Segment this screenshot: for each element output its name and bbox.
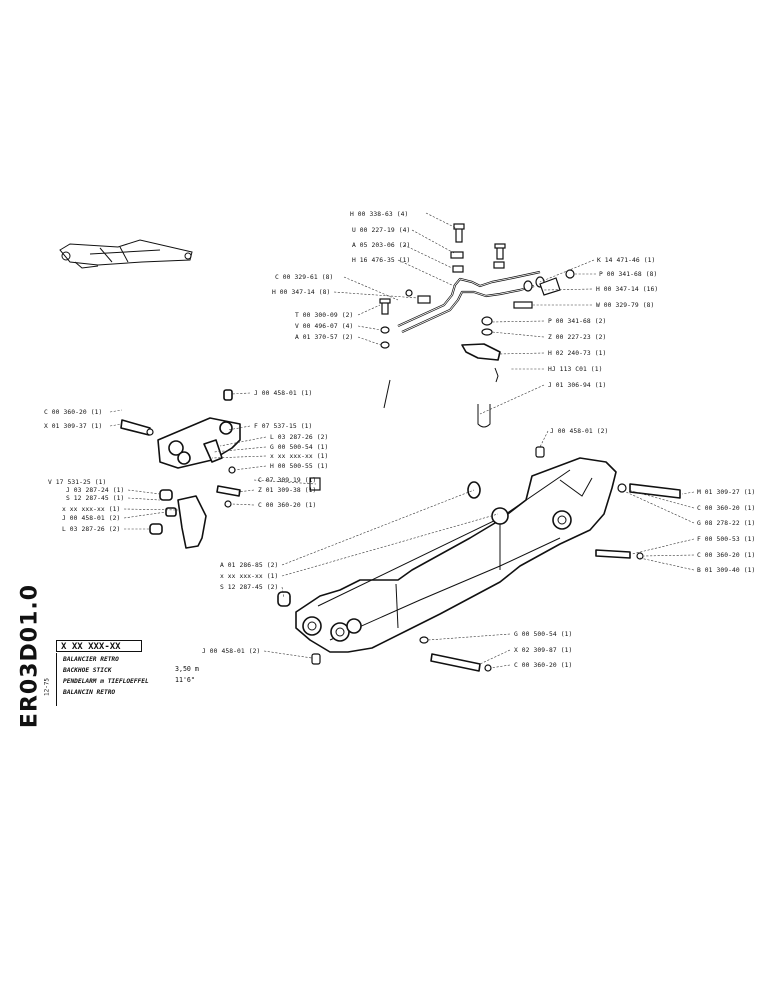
fitting-nuts: [513, 269, 575, 309]
document-date-box: 12-75: [42, 672, 52, 702]
title-french: BALANCIER RETRO: [63, 656, 119, 663]
callout-a-01-370-57: A 01 370-57 (2): [295, 334, 353, 341]
title-lines: BALANCIER RETRO BACKHOE STICK PENDELARM …: [56, 653, 239, 706]
hose-clamp-bolt-2: [493, 243, 506, 269]
document-code-box: ER03D01.0: [18, 584, 43, 728]
callout-c-00-360-20-bottom: C 00 360-20 (1): [514, 662, 572, 669]
hinge-bracket: [120, 389, 321, 508]
callout-hj-113-c01: HJ 113 C01 (1): [548, 366, 602, 373]
hose-clamp-bolt: [450, 223, 465, 273]
callout-p-00-341-68-2: P 00 341-68 (2): [548, 318, 606, 325]
callout-v-17-531-25: V 17 531-25 (1): [48, 479, 106, 486]
callout-c-00-360-20-top: C 00 360-20 (1): [44, 409, 102, 416]
callout-f-00-500-53: F 00 500-53 (1): [697, 536, 755, 543]
callout-h-02-240-73: H 02 240-73 (1): [548, 350, 606, 357]
callout-k-14-471-46: K 14 471-46 (1): [597, 257, 655, 264]
callout-x-01-309-37: X 01 309-37 (1): [44, 423, 102, 430]
pipe-support-bracket: [383, 316, 501, 428]
callout-a-05-203-06: A 05 203-06 (2): [352, 242, 410, 249]
callout-x-02-309-87: X 02 309-87 (1): [514, 647, 572, 654]
backhoe-stick: [277, 457, 617, 653]
callout-c-00-329-61: C 00 329-61 (8): [275, 274, 333, 281]
callout-j-00-458-01-left: J 00 458-01 (2): [62, 515, 120, 522]
reference-number: X XX XXX-XX: [56, 640, 142, 652]
callout-g-00-500-54-bottom: G 00 500-54 (1): [514, 631, 572, 638]
callout-labels: H 00 338-63 (4) U 00 227-19 (4) A 05 203…: [44, 211, 755, 669]
callout-h-00-347-14-8: H 00 347-14 (8): [272, 289, 330, 296]
callout-j-00-458-01-right: J 00 458-01 (2): [550, 428, 608, 435]
clamp-screws-left: [379, 289, 431, 349]
callout-h-00-500-55: H 00 500-55 (1): [270, 463, 328, 470]
callout-h-16-476-35: H 16 476-35 (1): [352, 257, 410, 264]
callout-c-00-360-20-r2: C 00 360-20 (1): [697, 552, 755, 559]
callout-x-xx-left: x xx xxx-xx (1): [62, 506, 120, 513]
callout-h-00-338-63: H 00 338-63 (4): [350, 211, 408, 218]
callout-j-00-458-01-bottom: J 00 458-01 (2): [202, 648, 260, 655]
callout-a-01-286-85: A 01 286-85 (2): [220, 562, 278, 569]
callout-c-07-309-19: C 07 309.19 (1): [258, 477, 316, 484]
callout-j-00-458-01-top: J 00 458-01 (1): [254, 390, 312, 397]
callout-p-00-341-68-8: P 00 341-68 (8): [599, 271, 657, 278]
stick-length-imperial: 11'6": [175, 676, 195, 684]
title-spanish: BALANCIN RETRO: [63, 689, 116, 696]
link-parts: [149, 489, 207, 549]
document-date: 12-75: [43, 677, 51, 697]
callout-l-03-287-26-mid: L 03 287-26 (2): [270, 434, 328, 441]
hose-assembly: [379, 223, 575, 428]
callout-z-00-227-23: Z 00 227-23 (2): [548, 334, 606, 341]
callout-h-00-347-14-16: H 00 347-14 (16): [596, 286, 658, 293]
callout-g-08-278-22: G 08 278-22 (1): [697, 520, 755, 527]
title-german: PENDELARM m TIEFLOEFFEL: [63, 678, 149, 685]
callout-s-12-287-45-left: S 12 287-45 (1): [66, 495, 124, 502]
callout-m-01-309-27: M 01 309-27 (1): [697, 489, 755, 496]
leader-lines: [109, 212, 695, 669]
callout-c-00-360-20-r1: C 00 360-20 (1): [697, 505, 755, 512]
callout-t-00-300-09: T 00 300-09 (2): [295, 312, 353, 319]
callout-s-12-287-45-stick: S 12 287-45 (2): [220, 584, 278, 591]
callout-f-07-537-15: F 07 537-15 (1): [254, 423, 312, 430]
document-code: ER03D01.0: [17, 583, 43, 729]
stick-overview-drawing: [59, 239, 193, 269]
callout-z-01-309-38: Z 01 309-38 (1): [258, 487, 316, 494]
callout-l-03-287-26-left: L 03 287-26 (2): [62, 526, 120, 533]
callout-x-xx-stick: x xx xxx-xx (1): [220, 573, 278, 580]
callout-j-01-306-94: J 01 306-94 (1): [548, 382, 606, 389]
title-block: X XX XXX-XX BALANCIER RETRO BACKHOE STIC…: [56, 640, 238, 706]
callout-c-00-360-20-mid: C 00 360-20 (1): [258, 502, 316, 509]
callout-j-03-287-24: J 03 287-24 (1): [66, 487, 124, 494]
stick-pins: [311, 446, 681, 672]
stick-length-metric: 3,50 m: [175, 665, 199, 673]
callout-u-00-227-19: U 00 227-19 (4): [352, 227, 410, 234]
callout-w-00-329-79: W 00 329-79 (8): [596, 302, 654, 309]
callout-b-01-309-40: B 01 309-40 (1): [697, 567, 755, 574]
callout-x-xx-mid: x xx xxx-xx (1): [270, 453, 328, 460]
title-english: BACKHOE STICK: [63, 667, 112, 674]
callout-g-00-500-54-mid: G 00 500-54 (1): [270, 444, 328, 451]
callout-v-00-496-07: V 00 496-07 (4): [295, 323, 353, 330]
